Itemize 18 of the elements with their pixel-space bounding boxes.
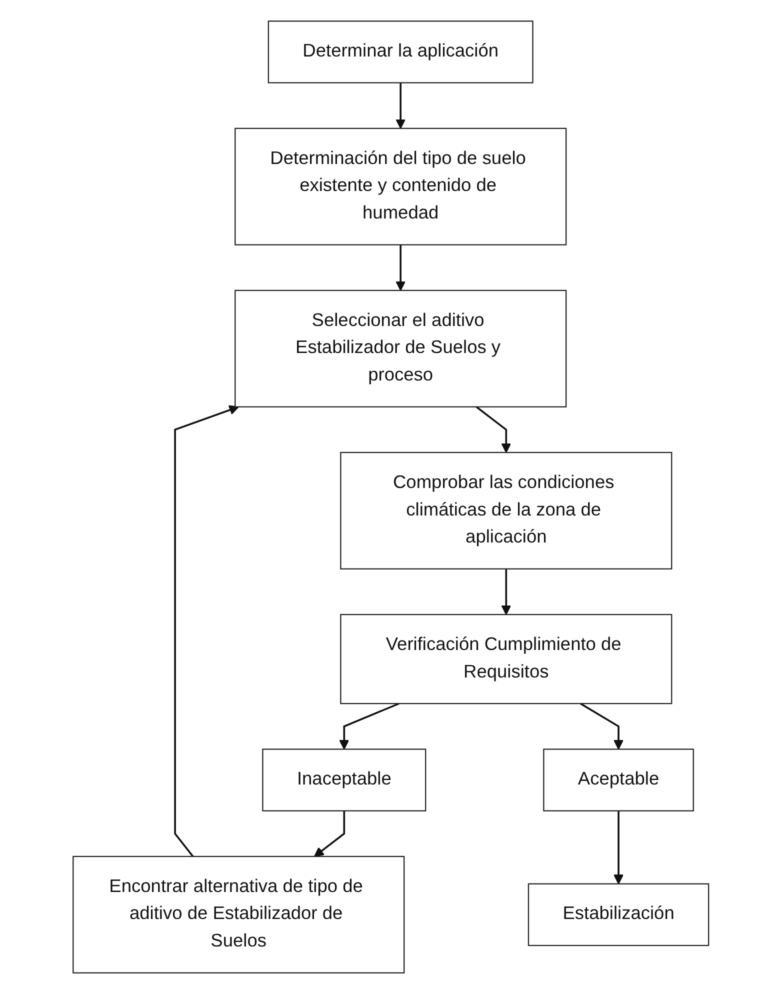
node-box: Verificación Cumplimiento de Requisitos (340, 614, 672, 704)
arrow (174, 405, 240, 858)
arrow (476, 406, 512, 453)
arrow (501, 568, 512, 615)
arrow (339, 702, 400, 750)
arrow (396, 244, 406, 291)
node-box: Inaceptable (262, 748, 426, 812)
node-box: Aceptable (543, 748, 694, 812)
node-box: Estabilización (528, 883, 710, 946)
arrow (314, 810, 346, 857)
node-box: Encontrar alternativa de tipo de aditivo de Estabilizador de Suelos (72, 856, 405, 974)
arrow (614, 810, 624, 884)
node-box: Comprobar las condiciones climáticas de la zona de aplicación (340, 452, 672, 570)
node-box: Determinación del tipo de suelo existente y contenido de humedad (234, 128, 567, 246)
node-box: Seleccionar el aditivo Estabilizador de Suelos y proceso (234, 290, 567, 408)
arrow (396, 82, 406, 129)
node-box: Determinar la aplicación (268, 20, 534, 84)
arrow (580, 702, 624, 750)
